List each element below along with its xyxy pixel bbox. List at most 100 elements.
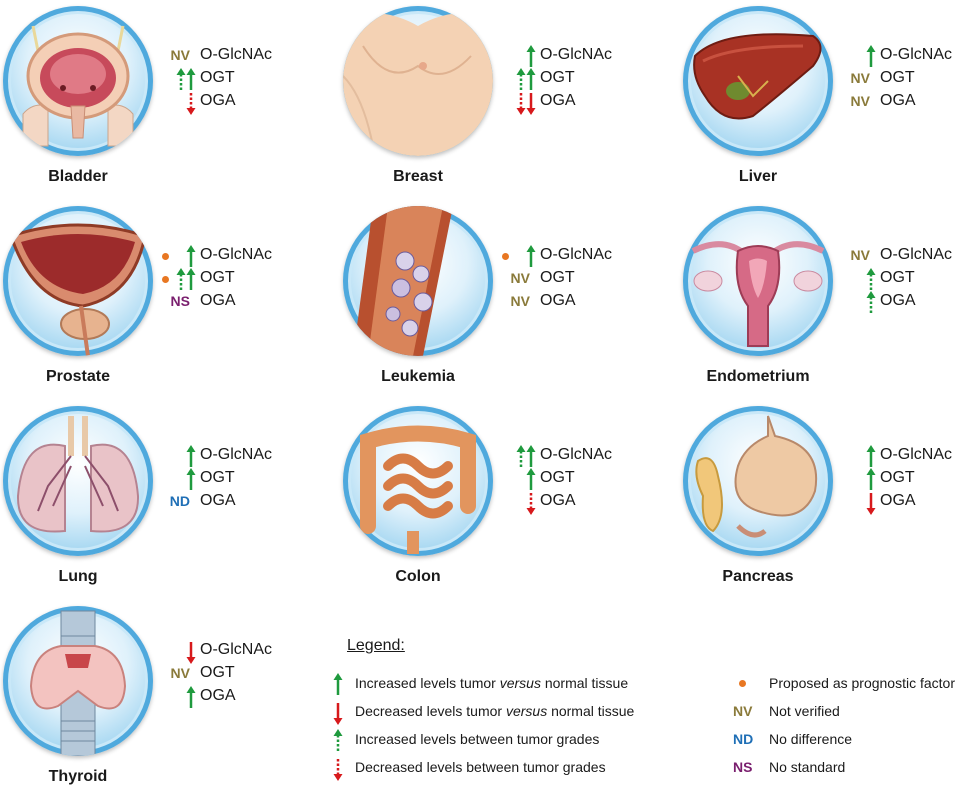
marker-row: OGA	[842, 291, 970, 315]
solid-up-arrow-icon	[526, 445, 536, 467]
legend-text-em: versus	[499, 675, 541, 691]
prognostic-dot-icon	[162, 253, 169, 260]
marker-label: O-GlcNAc	[200, 246, 272, 263]
marker-row: OGA	[502, 491, 662, 515]
marker-row: NV OGT	[502, 268, 662, 292]
prognostic-dot-icon	[739, 680, 746, 687]
solid-down-arrow-icon	[333, 703, 343, 725]
dotted-up-arrow-icon	[866, 268, 876, 290]
solid-up-arrow-icon	[186, 268, 196, 290]
marker-label: OGA	[540, 92, 576, 109]
nv-tag: NV	[170, 665, 190, 681]
marker-label: OGA	[200, 92, 236, 109]
marker-row: OGT	[502, 68, 662, 92]
solid-up-arrow-icon	[186, 445, 196, 467]
organ-name: Pancreas	[722, 568, 794, 585]
solid-up-arrow-icon	[866, 445, 876, 467]
dotted-down-arrow-icon	[186, 93, 196, 115]
solid-up-arrow-icon	[526, 468, 536, 490]
marker-row: OGT	[162, 268, 322, 292]
organ-name: Lung	[58, 568, 98, 585]
marker-label: O-GlcNAc	[540, 246, 612, 263]
marker-label: OGA	[200, 687, 236, 704]
marker-label: OGT	[880, 269, 915, 286]
legend-text: Increased levels between tumor grades	[355, 731, 600, 747]
marker-label: OGT	[540, 269, 575, 286]
dotted-up-arrow-icon	[516, 68, 526, 90]
marker-label: OGT	[880, 69, 915, 86]
marker-label: O-GlcNAc	[880, 446, 952, 463]
nv-tag: NV	[850, 247, 870, 263]
dotted-up-arrow-icon	[866, 291, 876, 313]
solid-up-arrow-icon	[333, 673, 343, 695]
marker-label: O-GlcNAc	[540, 46, 612, 63]
nd-tag: ND	[733, 731, 754, 747]
legend-title: Legend:	[347, 637, 405, 654]
marker-row: OGT	[842, 468, 970, 492]
organ-name: Leukemia	[381, 368, 455, 385]
legend-text: No standard	[769, 759, 846, 775]
marker-label: OGA	[880, 492, 916, 509]
ns-tag: NS	[733, 759, 753, 775]
organ-name: Liver	[738, 168, 778, 185]
legend-text: Not verified	[769, 703, 840, 719]
marker-label: O-GlcNAc	[200, 46, 272, 63]
marker-label: OGT	[540, 69, 575, 86]
marker-row: O-GlcNAc	[502, 445, 662, 469]
pancreas-illustration	[683, 406, 833, 556]
nv-tag: NV	[850, 93, 870, 109]
nd-tag: ND	[169, 493, 190, 509]
marker-row: OGT	[842, 268, 970, 292]
marker-row: O-GlcNAc	[162, 445, 322, 469]
marker-row: O-GlcNAc	[502, 245, 662, 269]
legend-text-em: versus	[505, 703, 548, 719]
dotted-up-arrow-icon	[176, 68, 186, 90]
ns-tag: NS	[170, 293, 190, 309]
marker-row: OGA	[502, 91, 662, 115]
solid-up-arrow-icon	[186, 686, 196, 708]
solid-down-arrow-icon	[186, 642, 196, 664]
nv-tag: NV	[733, 703, 753, 719]
dotted-up-arrow-icon	[516, 445, 526, 467]
legend-text: normal tissue	[540, 675, 629, 691]
marker-label: OGT	[540, 469, 575, 486]
marker-label: OGT	[200, 469, 235, 486]
dotted-down-arrow-icon	[526, 493, 536, 515]
solid-up-arrow-icon	[526, 45, 536, 67]
solid-up-arrow-icon	[186, 68, 196, 90]
solid-up-arrow-icon	[866, 468, 876, 490]
legend-text: Increased levels tumor	[355, 675, 500, 691]
nv-tag: NV	[170, 47, 190, 63]
legend-text: normal tissue	[547, 703, 635, 719]
liver-illustration	[683, 6, 833, 156]
marker-row: OGT	[502, 468, 662, 492]
nv-tag: NV	[510, 270, 530, 286]
prognostic-dot-icon	[502, 253, 509, 260]
marker-row: NV O-GlcNAc	[162, 45, 322, 69]
marker-row: OGA	[842, 491, 970, 515]
marker-row: OGT	[162, 468, 322, 492]
prognostic-dot-icon	[162, 276, 169, 283]
marker-label: OGA	[880, 92, 916, 109]
organ-name: Prostate	[45, 368, 111, 385]
marker-row: OGA	[162, 686, 322, 710]
thyroid-illustration	[3, 606, 153, 756]
marker-row: OGT	[162, 68, 322, 92]
organ-name: Thyroid	[48, 768, 108, 785]
marker-label: O-GlcNAc	[880, 46, 952, 63]
marker-label: O-GlcNAc	[200, 446, 272, 463]
bladder-illustration	[3, 6, 153, 156]
dotted-up-arrow-icon	[176, 268, 186, 290]
marker-label: OGA	[880, 292, 916, 309]
legend-text: Proposed as prognostic factor	[769, 675, 955, 691]
